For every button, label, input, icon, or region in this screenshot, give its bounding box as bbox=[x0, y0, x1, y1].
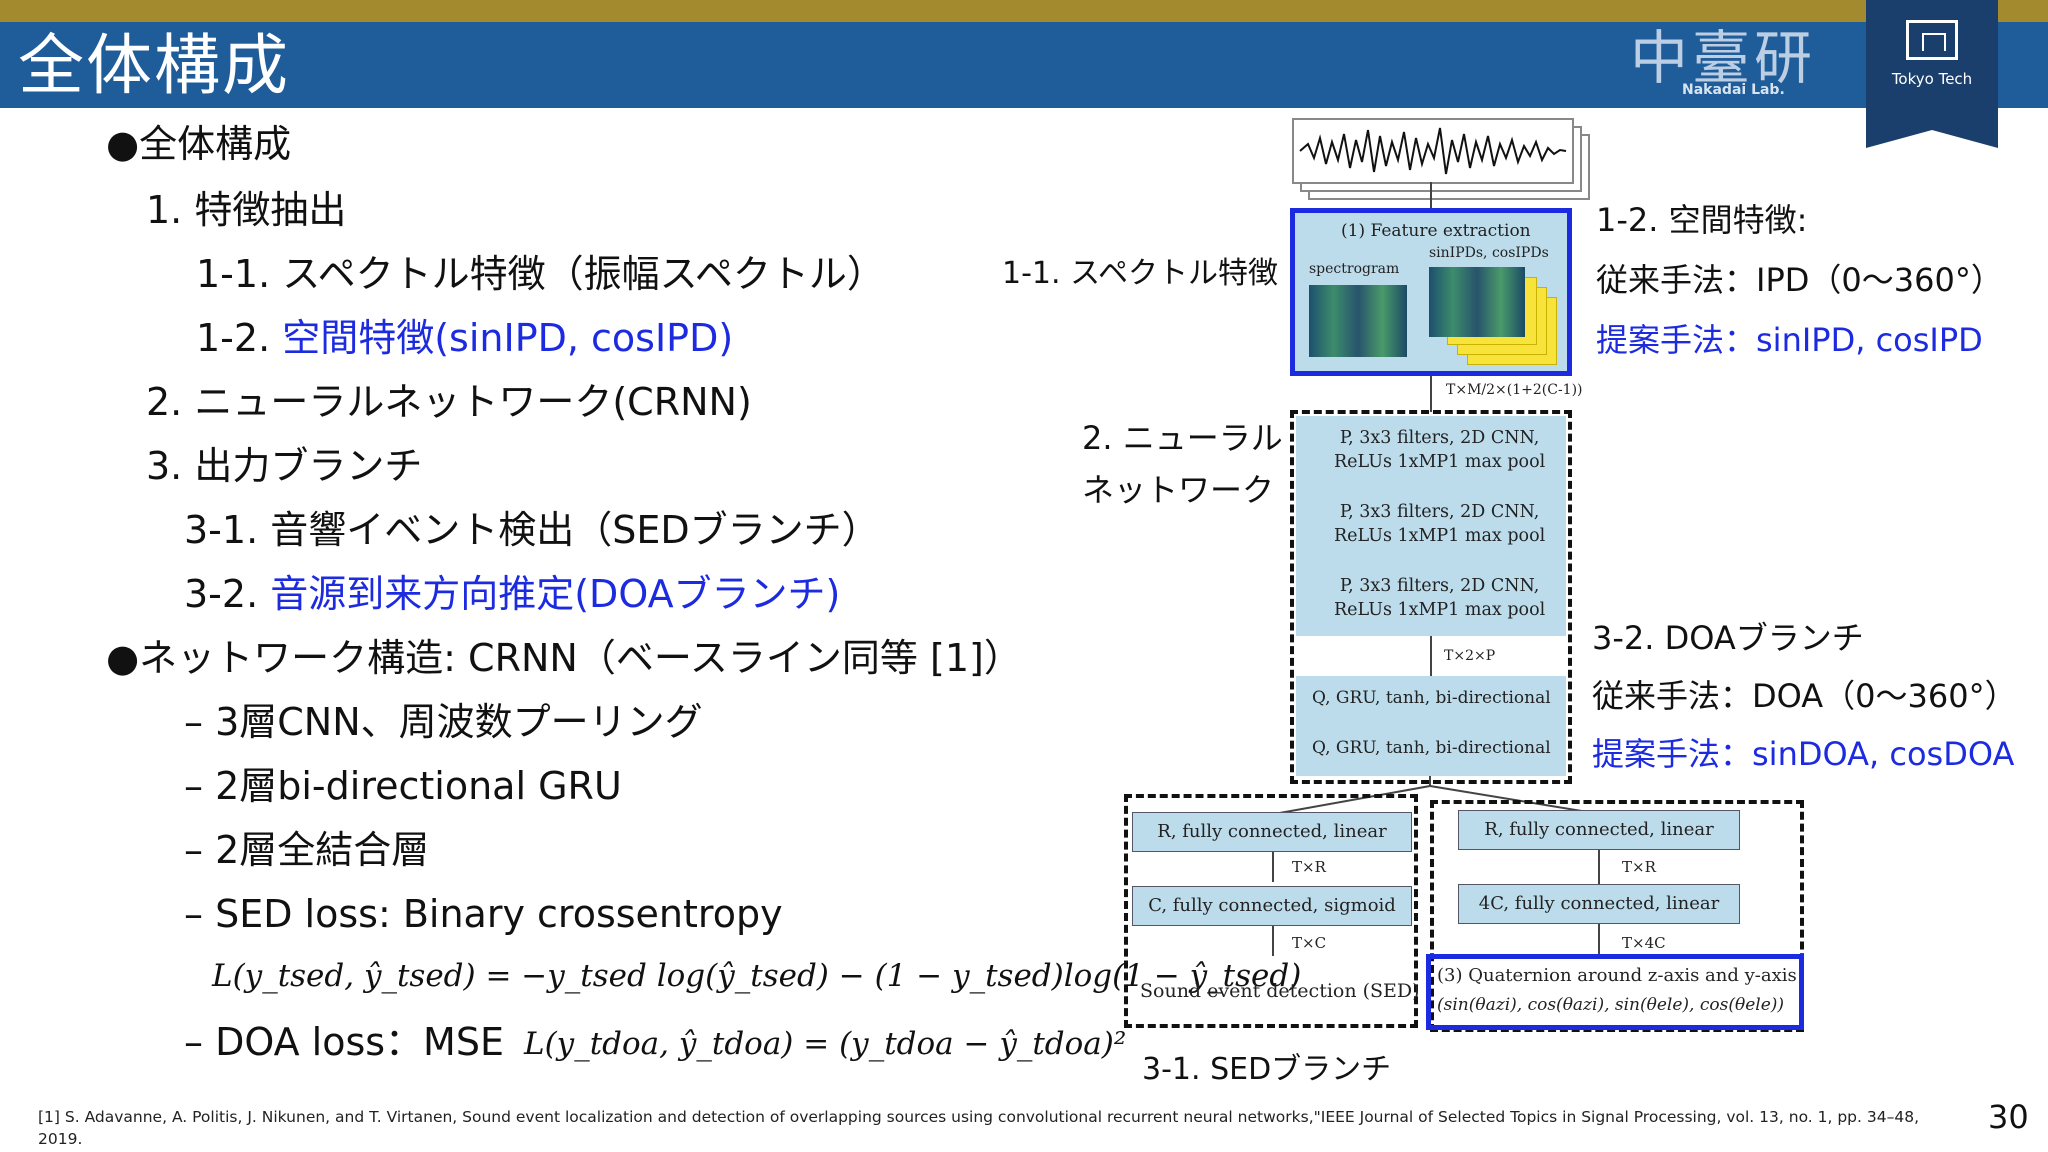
label-sed-branch: 3-1. SEDブランチ bbox=[1142, 1052, 1392, 1087]
sed-dim2: T×C bbox=[1292, 934, 1327, 952]
tokyo-tech-emblem-icon bbox=[1906, 20, 1958, 60]
item-doa-branch: 3-2. 音源到来方向推定(DOAブランチ) bbox=[184, 572, 840, 616]
feature-title: (1) Feature extraction bbox=[1341, 221, 1531, 241]
doa-output-line1: (3) Quaternion around z-axis and y-axis bbox=[1437, 965, 1797, 986]
gru-block: Q, GRU, tanh, bi-directional Q, GRU, tan… bbox=[1296, 676, 1566, 776]
bullet-fc: – 2層全結合層 bbox=[184, 828, 430, 872]
item-output-branch: 3. 出力ブランチ bbox=[146, 444, 423, 488]
dim-feature: T×M/2×(1+2(C-1)) bbox=[1446, 382, 1583, 398]
spectrogram-image bbox=[1309, 285, 1407, 357]
logo-notch bbox=[1866, 130, 1998, 148]
sed-loss-formula: L(y_tsed, ŷ_tsed) = −y_tsed log(ŷ_tsed) … bbox=[212, 958, 1302, 994]
item-doa-prefix: 3-2. bbox=[184, 572, 271, 616]
footnote-reference: [1] S. Adavanne, A. Politis, J. Nikunen,… bbox=[38, 1108, 1920, 1148]
label-spatial-title: 1-2. 空間特徴: bbox=[1596, 201, 1808, 239]
lab-logo-text: Nakadai Lab. bbox=[1682, 82, 1785, 98]
label-nn-line2: ネットワーク bbox=[1082, 471, 1275, 509]
doa-fc2: 4C, fully connected, linear bbox=[1458, 884, 1740, 924]
tokyo-tech-text: Tokyo Tech bbox=[1891, 70, 1973, 88]
arrow-sed-2 bbox=[1272, 926, 1274, 956]
cnn-layer-3: P, 3x3 filters, 2D CNN, ReLUs 1xMP1 max … bbox=[1334, 576, 1546, 620]
dim-cnn: T×2×P bbox=[1444, 648, 1496, 664]
arrow-sed-1 bbox=[1272, 852, 1274, 882]
feature-extraction-box: (1) Feature extraction sinIPDs, cosIPDs … bbox=[1290, 208, 1572, 376]
doa-dim2: T×4C bbox=[1622, 934, 1666, 952]
cnn-block: P, 3x3 filters, 2D CNN, ReLUs 1xMP1 max … bbox=[1296, 416, 1566, 636]
item-spatial-feature: 1-2. 空間特徴(sinIPD, cosIPD) bbox=[196, 316, 733, 360]
item-spatial-prefix: 1-2. bbox=[196, 316, 283, 360]
doa-output-box: (3) Quaternion around z-axis and y-axis … bbox=[1426, 954, 1804, 1030]
nakadai-lab-logo: 中臺研 Nakadai Lab. bbox=[1630, 24, 1817, 98]
heading-network-structure: ●ネットワーク構造: CRNN（ベースライン同等 [1]） bbox=[106, 636, 1022, 680]
page-number: 30 bbox=[1988, 1098, 2029, 1136]
item-spectral-feature: 1-1. スペクトル特徴（振幅スペクトル） bbox=[196, 252, 885, 296]
label-doa-title: 3-2. DOAブランチ bbox=[1592, 619, 1864, 657]
title-bar bbox=[0, 22, 2048, 108]
ipd-image bbox=[1429, 267, 1525, 337]
waveform-image bbox=[1292, 118, 1574, 184]
arrow-cnn-to-gru bbox=[1430, 636, 1432, 676]
arrow-doa-1 bbox=[1598, 850, 1600, 884]
item-neural-network: 2. ニューラルネットワーク(CRNN) bbox=[146, 380, 752, 424]
sed-dashed-box bbox=[1124, 794, 1418, 1028]
sed-dim1: T×R bbox=[1292, 858, 1326, 876]
spectrogram-label: spectrogram bbox=[1309, 261, 1400, 277]
bullet-sed-loss: – SED loss: Binary crossentropy bbox=[184, 892, 783, 936]
label-spatial-conventional: 従来手法：IPD（0〜360°） bbox=[1596, 261, 2003, 299]
sed-fc1: R, fully connected, linear bbox=[1132, 812, 1412, 852]
doa-dashed-box bbox=[1430, 800, 1804, 1032]
arrow-doa-2 bbox=[1598, 924, 1600, 954]
gru-layer-1: Q, GRU, tanh, bi-directional bbox=[1312, 688, 1551, 708]
cnn-layer-2: P, 3x3 filters, 2D CNN, ReLUs 1xMP1 max … bbox=[1334, 502, 1546, 546]
tokyo-tech-logo: Tokyo Tech bbox=[1866, 0, 1998, 148]
bullet-gru: – 2層bi-directional GRU bbox=[184, 764, 622, 808]
item-feature-extraction: 1. 特徴抽出 bbox=[146, 188, 347, 232]
doa-fc1: R, fully connected, linear bbox=[1458, 810, 1740, 850]
slide-title: 全体構成 bbox=[18, 27, 290, 104]
label-doa-proposed: 提案手法：sinDOA, cosDOA bbox=[1592, 735, 2015, 773]
arrow-wave-to-feature bbox=[1430, 182, 1432, 208]
heading-overall: ●全体構成 bbox=[106, 122, 292, 166]
sinipd-label: sinIPDs, cosIPDs bbox=[1429, 245, 1549, 261]
bullet-doa-loss: – DOA loss：MSE bbox=[184, 1020, 504, 1064]
doa-output-line2: (sin(θazi), cos(θazi), sin(θele), cos(θe… bbox=[1437, 995, 1785, 1015]
item-sed-branch: 3-1. 音響イベント検出（SEDブランチ） bbox=[184, 508, 880, 552]
doa-dim1: T×R bbox=[1622, 858, 1656, 876]
bullet-cnn: – 3層CNN、周波数プーリング bbox=[184, 700, 703, 744]
doa-loss-formula: L(y_tdoa, ŷ_tdoa) = (y_tdoa − ŷ_tdoa)² bbox=[524, 1026, 1127, 1062]
label-nn-line1: 2. ニューラル bbox=[1082, 419, 1283, 457]
label-spectral: 1-1. スペクトル特徴 bbox=[1002, 256, 1278, 291]
arrow-feature-to-cnn bbox=[1430, 376, 1432, 412]
item-doa-highlight: 音源到来方向推定(DOAブランチ) bbox=[270, 572, 841, 616]
waveform-icon bbox=[1299, 127, 1567, 175]
gru-layer-2: Q, GRU, tanh, bi-directional bbox=[1312, 738, 1551, 758]
sed-output: Sound event detection (SED) bbox=[1140, 980, 1420, 1002]
top-gold-bar bbox=[0, 0, 2048, 22]
item-spatial-highlight: 空間特徴(sinIPD, cosIPD) bbox=[282, 316, 734, 360]
lab-logo-kanji: 中臺研 bbox=[1630, 24, 1817, 92]
sed-fc2: C, fully connected, sigmoid bbox=[1132, 886, 1412, 926]
label-spatial-proposed: 提案手法：sinIPD, cosIPD bbox=[1596, 321, 1983, 359]
cnn-layer-1: P, 3x3 filters, 2D CNN, ReLUs 1xMP1 max … bbox=[1334, 428, 1546, 472]
label-doa-conventional: 従来手法：DOA（0〜360°） bbox=[1592, 677, 2017, 715]
